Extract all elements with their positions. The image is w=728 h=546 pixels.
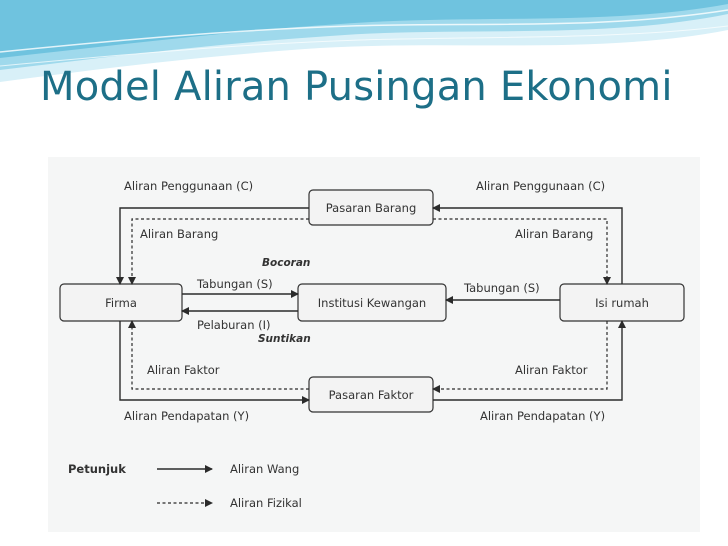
label-aliran-penggunaan-left: Aliran Penggunaan (C): [124, 179, 253, 193]
node-pasaran-barang: Pasaran Barang: [308, 189, 434, 226]
label-aliran-pendapatan-right: Aliran Pendapatan (Y): [480, 409, 605, 423]
label-aliran-faktor-right: Aliran Faktor: [515, 363, 588, 377]
flow-line-faktor-left: [128, 320, 309, 390]
flow-line-faktor-right: [432, 321, 608, 393]
flow-line-penggunaan-right: [432, 204, 623, 284]
flow-line-pendapatan-right: [433, 320, 626, 401]
legend-title: Petunjuk: [68, 462, 126, 476]
flow-line-barang-right: [433, 218, 611, 285]
node-firma: Firma: [59, 283, 183, 322]
label-aliran-penggunaan-right: Aliran Penggunaan (C): [476, 179, 605, 193]
label-bocoran: Bocoran: [262, 257, 310, 269]
node-institusi-kewangan: Institusi Kewangan: [297, 283, 447, 322]
label-pelaburan: Pelaburan (I): [197, 318, 271, 332]
label-aliran-pendapatan-left: Aliran Pendapatan (Y): [124, 409, 249, 423]
label-aliran-barang-left: Aliran Barang: [140, 227, 218, 241]
slide-title: Model Aliran Pusingan Ekonomi: [40, 64, 673, 110]
node-isi-rumah: Isi rumah: [559, 283, 685, 322]
label-tabungan-right: Tabungan (S): [463, 281, 540, 295]
node-pasaran-faktor: Pasaran Faktor: [308, 376, 434, 413]
node-pasaran-faktor-label: Pasaran Faktor: [329, 388, 414, 402]
label-tabungan-left: Tabungan (S): [196, 277, 273, 291]
flow-line-barang-left: [128, 218, 309, 285]
label-aliran-barang-right: Aliran Barang: [515, 227, 593, 241]
legend: Petunjuk Aliran Wang Aliran Fizikal: [68, 462, 302, 510]
flow-line-penggunaan-left: [116, 207, 309, 285]
node-isi-rumah-label: Isi rumah: [595, 296, 649, 310]
label-suntikan: Suntikan: [258, 333, 311, 345]
legend-aliran-wang: Aliran Wang: [230, 462, 299, 476]
node-pasaran-barang-label: Pasaran Barang: [326, 201, 417, 215]
node-firma-label: Firma: [105, 296, 137, 310]
label-aliran-faktor-left: Aliran Faktor: [147, 363, 220, 377]
header-wave-decoration: [0, 0, 728, 82]
legend-aliran-fizikal: Aliran Fizikal: [230, 496, 302, 510]
node-institusi-kewangan-label: Institusi Kewangan: [318, 296, 426, 310]
flow-line-pendapatan-left: [119, 321, 310, 404]
